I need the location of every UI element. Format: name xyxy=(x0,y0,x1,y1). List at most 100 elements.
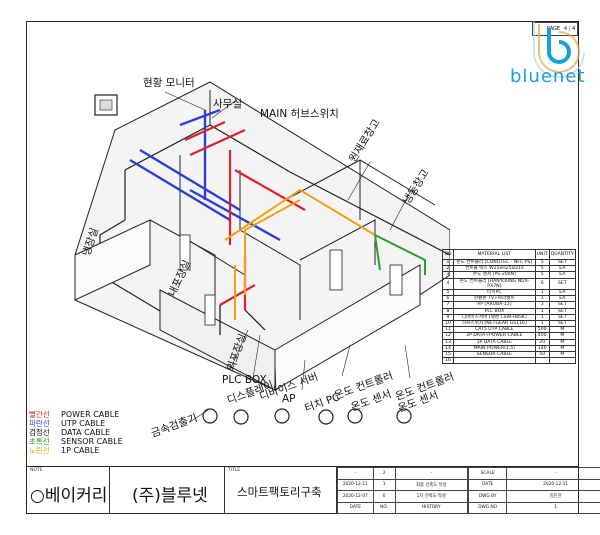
meta-row: SCALE- xyxy=(467,467,600,480)
material-qty: EA xyxy=(548,295,577,303)
bluenet-logo-icon xyxy=(533,20,585,78)
material-row: 16 xyxy=(442,357,577,365)
material-header-row: NO MATERIAL LIST UNIT QUANTITY xyxy=(442,249,577,260)
callout-ap: AP xyxy=(282,393,296,405)
history-date: 2020-12-07 xyxy=(337,490,374,503)
material-no: 4 xyxy=(442,277,454,291)
material-header-unit: UNIT xyxy=(534,249,550,260)
material-header-qty: QUANTITY xyxy=(548,249,577,260)
brand-name: bluenet xyxy=(510,66,586,87)
material-no: 9 xyxy=(442,313,454,322)
meta-value: 1 xyxy=(506,501,600,514)
legend-row: 노란선 1P CABLE xyxy=(29,446,123,455)
material-no: 8 xyxy=(442,307,454,315)
material-item: 허브스위치 [NETGEAR GS116] xyxy=(453,320,536,328)
company-cell: (주)블루넷 xyxy=(110,467,225,514)
material-qty: SET xyxy=(548,320,577,328)
material-no: 3 xyxy=(442,271,454,279)
meta-label: DWG BY xyxy=(467,490,508,503)
meta-label: DWG NO xyxy=(467,501,508,514)
page-label: PAGE xyxy=(547,26,561,32)
material-no: 7 xyxy=(442,301,454,309)
material-unit xyxy=(534,357,550,365)
material-no: 12 xyxy=(442,332,454,340)
material-no: 16 xyxy=(442,357,454,365)
legend-tag: 노란선 xyxy=(29,446,50,455)
material-qty: SET xyxy=(548,301,577,309)
legend-label: DATA CABLE xyxy=(61,428,111,437)
history-date: DATE xyxy=(337,501,374,514)
history-text: 1차 건축도 작성 xyxy=(394,490,468,503)
note-label: NOTE xyxy=(30,468,43,473)
material-no: 13 xyxy=(442,338,454,346)
material-header-no: NO xyxy=(442,249,454,260)
callout-main-hub: MAIN 허브스위치 xyxy=(260,108,339,120)
material-no: 15 xyxy=(442,351,454,359)
callout-office: 사무실 xyxy=(213,98,242,110)
material-qty: M xyxy=(548,338,577,346)
material-qty: M xyxy=(548,326,577,334)
legend-tag: 파란선 xyxy=(29,419,50,428)
callout-monitor: 현황 모니터 xyxy=(143,77,195,89)
material-item: 온도 컨트롤러 [CONOTEC - NFC-PS] xyxy=(453,258,536,267)
meta-label: SCALE xyxy=(467,467,508,480)
company-name: (주)블루넷 xyxy=(132,486,208,506)
meta-label: DATE xyxy=(467,478,508,491)
legend-label: 1P CABLE xyxy=(61,446,100,455)
history-row: -2- xyxy=(337,467,468,480)
material-qty: SET xyxy=(548,307,577,315)
history-text: - xyxy=(394,467,468,480)
meta-value: 2020-12-11 xyxy=(506,478,600,491)
material-no: 1 xyxy=(442,258,454,267)
material-qty: EA xyxy=(548,288,577,297)
meta-value: - xyxy=(506,467,600,480)
legend-label: SENSOR CABLE xyxy=(61,437,123,446)
material-qty: SET xyxy=(548,277,577,291)
project-title: 스마트팩토리구축 xyxy=(237,485,322,499)
material-item: 온도 컨트롤러 [HANYOUNG NUX-PX7N] xyxy=(453,277,536,291)
material-no: 5 xyxy=(442,288,454,297)
legend-tag: 검정선 xyxy=(29,428,50,437)
legend-label: POWER CABLE xyxy=(61,410,120,419)
history-date: - xyxy=(337,467,374,480)
material-no: 2 xyxy=(442,265,454,273)
title-cell: TITLE 스마트팩토리구축 xyxy=(225,467,337,514)
material-item: 컨트롤 박스 W25xH25xD10 xyxy=(453,265,536,273)
history-text: HISTORY xyxy=(394,501,468,514)
history-no: 0 xyxy=(372,490,396,503)
title-block: NOTE ○베이커리 (주)블루넷 TITLE 스마트팩토리구축 -2-2020… xyxy=(27,466,600,514)
drawing-sheet xyxy=(26,21,579,514)
material-no: 10 xyxy=(442,320,454,328)
material-qty: M xyxy=(548,332,577,340)
title-label: TITLE xyxy=(228,468,241,473)
material-no: 11 xyxy=(442,326,454,334)
material-qty: M xyxy=(548,351,577,359)
material-unit: 6 xyxy=(534,277,550,291)
material-header-item: MATERIAL LIST xyxy=(453,249,536,260)
material-no: 6 xyxy=(442,295,454,303)
material-item: 디바이스서버 [넷센 CSW-H85K] xyxy=(453,313,536,322)
legend-row: 검정선 DATA CABLE xyxy=(29,428,123,437)
